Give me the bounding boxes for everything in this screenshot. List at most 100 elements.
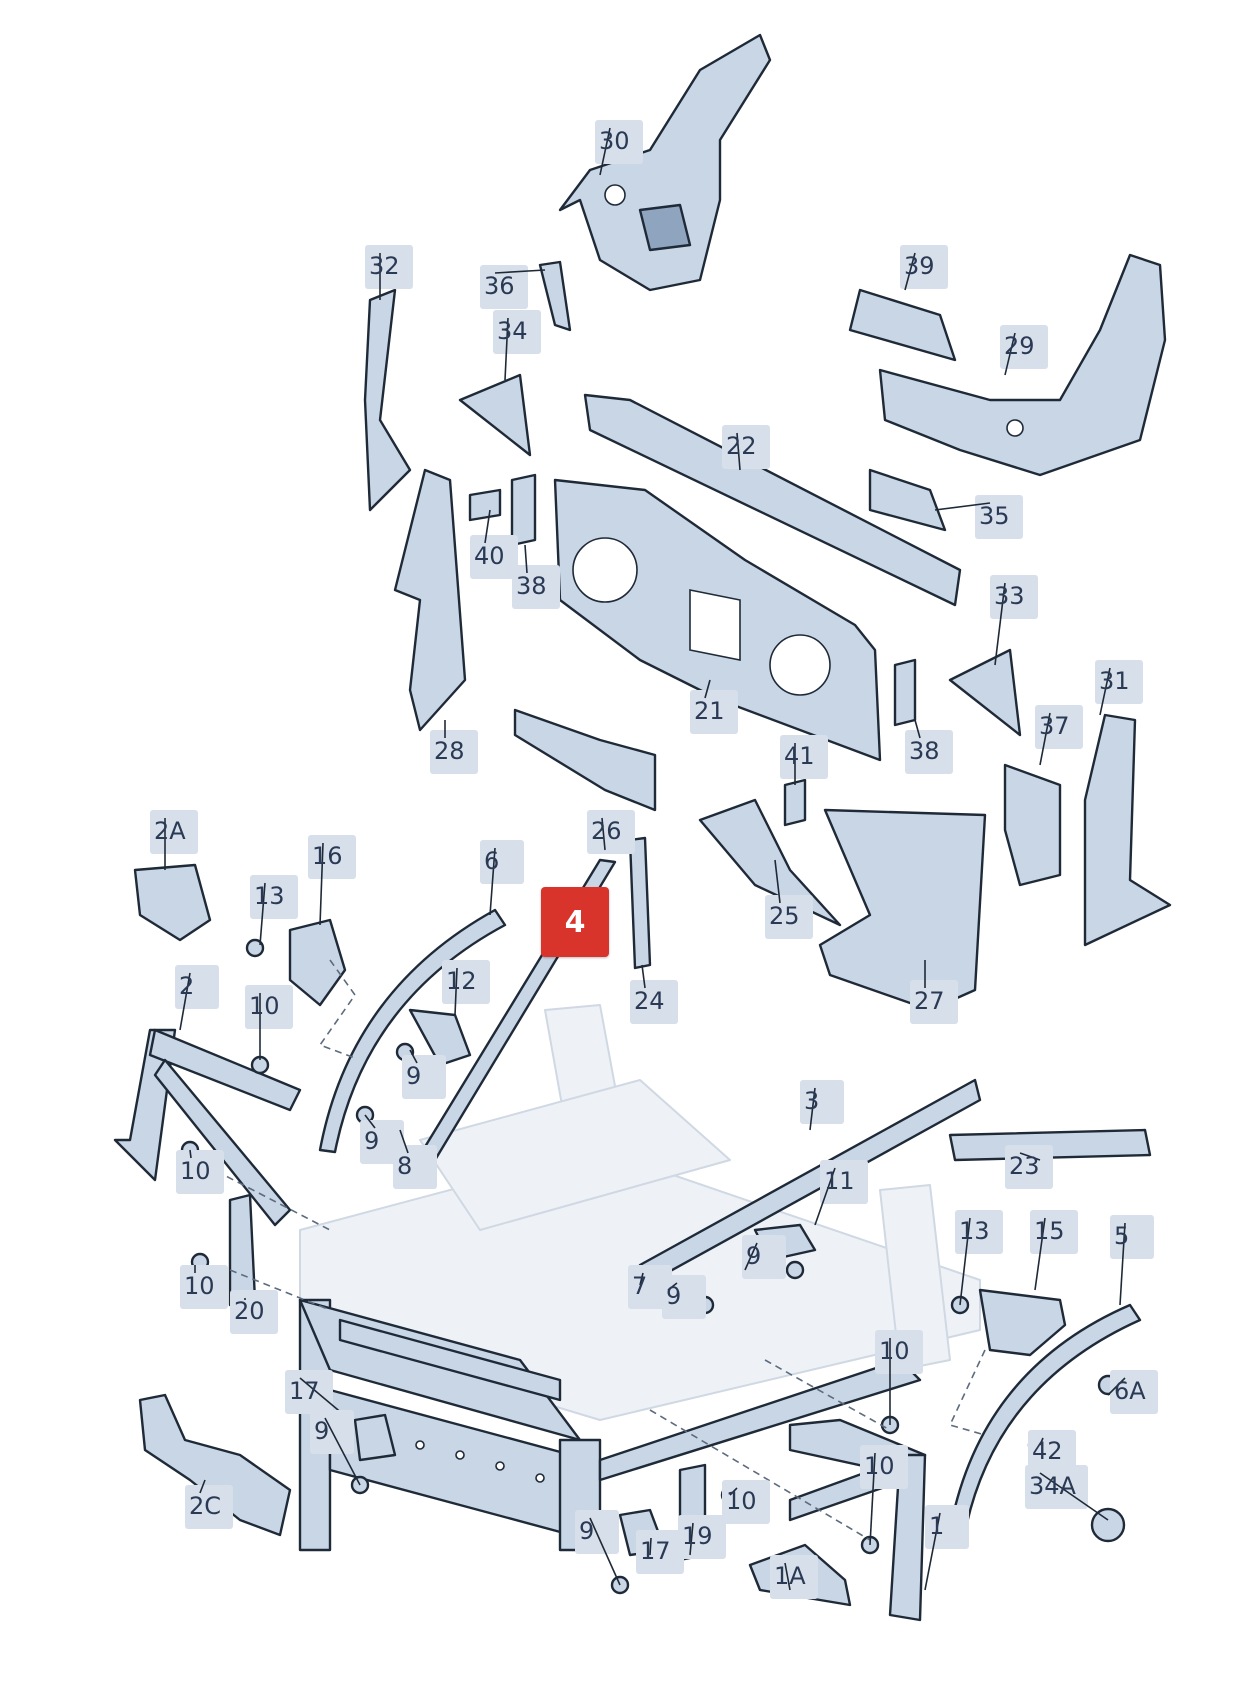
callout-16[interactable]: 16	[308, 835, 356, 926]
callout-10[interactable]: 10	[176, 1149, 224, 1194]
highlighted-part-badge[interactable]: 4	[541, 887, 609, 957]
callout-33[interactable]: 33	[990, 575, 1038, 666]
callout-10[interactable]: 10	[245, 985, 293, 1060]
callout-2c[interactable]: 2C	[185, 1479, 233, 1529]
callout-2a[interactable]: 2A	[150, 810, 198, 870]
callout-1a[interactable]: 1A	[770, 1555, 818, 1599]
leader-line	[649, 1537, 652, 1556]
part-2A	[133, 863, 212, 942]
callout-13[interactable]: 13	[250, 875, 298, 946]
leader-line	[704, 679, 711, 699]
callout-pill	[1028, 1430, 1076, 1474]
callout-32[interactable]: 32	[365, 245, 413, 300]
callout-38[interactable]: 38	[905, 719, 953, 774]
callout-pill	[722, 425, 770, 469]
callout-10[interactable]: 10	[722, 1480, 770, 1524]
callout-11[interactable]: 11	[814, 1160, 868, 1226]
callout-pill	[470, 535, 518, 579]
callout-9[interactable]: 9	[402, 1049, 446, 1099]
callout-pill	[910, 980, 958, 1024]
callout-pill	[628, 1265, 672, 1309]
callout-pill	[176, 1150, 224, 1194]
callout-7[interactable]: 7	[628, 1265, 672, 1309]
callout-24[interactable]: 24	[630, 964, 678, 1024]
callout-35[interactable]: 35	[934, 495, 1023, 539]
leader-line	[814, 1167, 836, 1226]
callout-number: 8	[397, 1152, 412, 1180]
callout-1[interactable]: 1	[924, 1505, 969, 1591]
callout-10[interactable]: 10	[875, 1330, 923, 1425]
callout-pill	[185, 1485, 233, 1529]
callout-pill	[480, 265, 528, 309]
callout-8[interactable]: 8	[393, 1129, 437, 1189]
callout-number: 9	[666, 1282, 681, 1310]
part-36	[538, 260, 572, 332]
callout-number: 37	[1039, 712, 1070, 740]
callout-19[interactable]: 19	[678, 1515, 726, 1559]
callout-29[interactable]: 29	[1000, 325, 1048, 376]
callout-10[interactable]: 10	[180, 1265, 228, 1309]
callout-42[interactable]: 42	[1028, 1430, 1076, 1474]
callout-number: 22	[726, 432, 757, 460]
callout-number: 19	[682, 1522, 713, 1550]
callout-pill	[900, 245, 948, 289]
callout-28[interactable]: 28	[430, 720, 478, 774]
callout-23[interactable]: 23	[1005, 1145, 1053, 1189]
callout-20[interactable]: 20	[230, 1290, 278, 1334]
callout-31[interactable]: 31	[1095, 660, 1143, 716]
callout-12[interactable]: 12	[442, 960, 490, 1016]
callout-pill	[925, 1505, 969, 1549]
callout-2[interactable]: 2	[175, 965, 219, 1031]
callout-9[interactable]: 9	[575, 1510, 621, 1586]
callout-41[interactable]: 41	[780, 735, 828, 785]
part-41	[783, 778, 807, 827]
leader-line	[1034, 1217, 1046, 1291]
callout-27[interactable]: 27	[910, 960, 958, 1024]
part-40	[468, 488, 502, 522]
callout-22[interactable]: 22	[722, 425, 770, 471]
callout-25[interactable]: 25	[765, 859, 813, 939]
callout-21[interactable]: 21	[690, 679, 738, 734]
callout-number: 15	[1034, 1217, 1065, 1245]
leader-line	[924, 1512, 941, 1591]
callout-40[interactable]: 40	[470, 509, 518, 579]
callout-26[interactable]: 26	[587, 810, 635, 854]
callout-pill	[1025, 1465, 1088, 1509]
callout-15[interactable]: 15	[1030, 1210, 1078, 1291]
callout-number: 38	[516, 572, 547, 600]
callout-34[interactable]: 34	[493, 310, 541, 381]
callout-34a[interactable]: 34A	[1025, 1465, 1109, 1521]
callout-9[interactable]: 9	[742, 1235, 786, 1279]
callout-6a[interactable]: 6A	[1107, 1370, 1158, 1414]
callout-number: 34A	[1029, 1472, 1077, 1500]
callout-9[interactable]: 9	[662, 1275, 706, 1319]
callout-number: 26	[591, 817, 622, 845]
leader-line	[324, 1417, 361, 1486]
callout-17[interactable]: 17	[636, 1530, 684, 1574]
callout-36[interactable]: 36	[480, 265, 546, 309]
callout-6[interactable]: 6	[480, 840, 524, 916]
callout-pill	[820, 1160, 868, 1204]
callout-3[interactable]: 3	[800, 1080, 844, 1131]
callout-10[interactable]: 10	[860, 1445, 908, 1546]
part-30-a-pillar	[558, 33, 772, 292]
callout-number: 33	[994, 582, 1025, 610]
callout-number: 7	[632, 1272, 647, 1300]
leader-line	[259, 882, 266, 946]
callout-37[interactable]: 37	[1035, 705, 1083, 766]
leader-line	[994, 582, 1006, 666]
part-37	[1003, 763, 1062, 887]
callout-number: 10	[184, 1272, 215, 1300]
part-21-bulkhead	[553, 478, 882, 762]
callout-30[interactable]: 30	[595, 120, 643, 176]
leader-line	[904, 252, 916, 291]
leader-line	[689, 1522, 694, 1556]
callout-9[interactable]: 9	[310, 1410, 361, 1486]
leader-line	[736, 432, 741, 471]
callout-39[interactable]: 39	[900, 245, 948, 291]
callout-13[interactable]: 13	[955, 1210, 1003, 1306]
leader-line	[454, 967, 458, 1016]
callout-5[interactable]: 5	[1110, 1215, 1154, 1306]
callout-38[interactable]: 38	[512, 544, 560, 609]
